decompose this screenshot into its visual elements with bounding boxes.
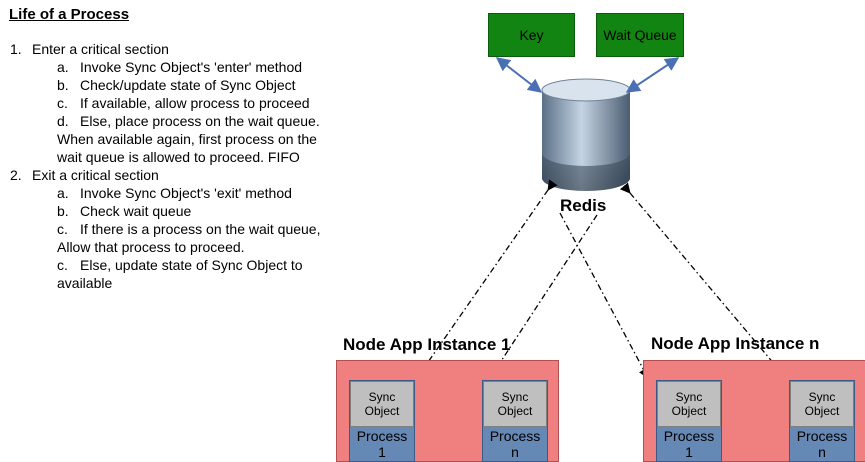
- substep-text: Else, update state of Sync Object to: [80, 257, 303, 273]
- substep: c. Else, update state of Sync Object to: [10, 256, 370, 274]
- process-steps: 1. Enter a critical section a. Invoke Syn…: [10, 40, 370, 292]
- substep: c. If available, allow process to proceed: [10, 94, 370, 112]
- substep: a. Invoke Sync Object's 'exit' method: [10, 184, 370, 202]
- process-id: 1: [685, 444, 693, 460]
- substep-marker: a.: [57, 185, 69, 201]
- redis-instn-proc1-arrow: [559, 212, 649, 379]
- substep-marker: c.: [57, 221, 68, 237]
- substep-marker: b.: [57, 203, 69, 219]
- instance-1-title: Node App Instance 1: [343, 335, 511, 354]
- substep-text: If there is a process on the wait queue,: [80, 221, 321, 237]
- sync-label-line2: Object: [671, 404, 707, 418]
- substep-text: If available, allow process to proceed: [80, 95, 310, 111]
- substep-marker: c.: [57, 257, 68, 273]
- redis-label: Redis: [560, 196, 607, 215]
- substep-text: Check/update state of Sync Object: [80, 77, 296, 93]
- step-2: 2. Exit a critical section: [10, 166, 370, 184]
- substep-marker: b.: [57, 77, 69, 93]
- substep-continuation: wait queue is allowed to proceed. FIFO: [57, 149, 300, 165]
- process-label-text: Process: [663, 428, 715, 444]
- process-id: n: [818, 444, 826, 460]
- sync-label-line2: Object: [364, 404, 400, 418]
- substep: d. Else, place process on the wait queue.: [10, 112, 370, 130]
- substep-text: Invoke Sync Object's 'enter' method: [80, 59, 303, 75]
- wait-queue-box: Wait Queue: [596, 13, 684, 57]
- process-label-text: Process: [356, 428, 408, 444]
- substep: a. Invoke Sync Object's 'enter' method: [10, 58, 370, 76]
- substep-marker: a.: [57, 59, 69, 75]
- substep-continuation: Allow that process to proceed.: [57, 239, 245, 255]
- sync-label-line1: Sync: [808, 390, 836, 404]
- substep-continuation: available: [57, 275, 113, 291]
- step-text: Exit a critical section: [32, 167, 159, 183]
- waitqueue-redis-arrow: [625, 57, 680, 93]
- substep: b. Check/update state of Sync Object: [10, 76, 370, 94]
- instance-n-title: Node App Instance n: [651, 334, 820, 353]
- substep-continuation: When available again, first process on t…: [57, 131, 317, 147]
- substep-marker: c.: [57, 95, 68, 111]
- step-number: 2.: [10, 167, 22, 183]
- process-label-text: Process: [489, 428, 541, 444]
- redis-inst1-procn-arrow: [489, 214, 598, 379]
- substep: b. Check wait queue: [10, 202, 370, 220]
- sync-label-line1: Sync: [675, 390, 703, 404]
- substep-marker: d.: [57, 113, 69, 129]
- step-number: 1.: [10, 41, 22, 57]
- process-id: n: [511, 444, 519, 460]
- key-box: Key: [488, 13, 575, 57]
- substep-text: Check wait queue: [80, 203, 192, 219]
- step-text: Enter a critical section: [32, 41, 169, 57]
- sync-label-line2: Object: [497, 404, 533, 418]
- page-title: Life of a Process: [9, 6, 130, 23]
- redis-inst1-proc1-arrow: [418, 179, 558, 376]
- process-id: 1: [378, 444, 386, 460]
- sync-label-line1: Sync: [501, 390, 529, 404]
- key-redis-arrow: [495, 57, 543, 93]
- substep-text: Else, place process on the wait queue.: [80, 113, 320, 129]
- sync-label-line2: Object: [804, 404, 840, 418]
- step-1: 1. Enter a critical section: [10, 40, 370, 58]
- substep-text: Invoke Sync Object's 'exit' method: [80, 185, 292, 201]
- substep: c. If there is a process on the wait queu…: [10, 220, 370, 238]
- process-label-text: Process: [796, 428, 848, 444]
- sync-label-line1: Sync: [368, 390, 396, 404]
